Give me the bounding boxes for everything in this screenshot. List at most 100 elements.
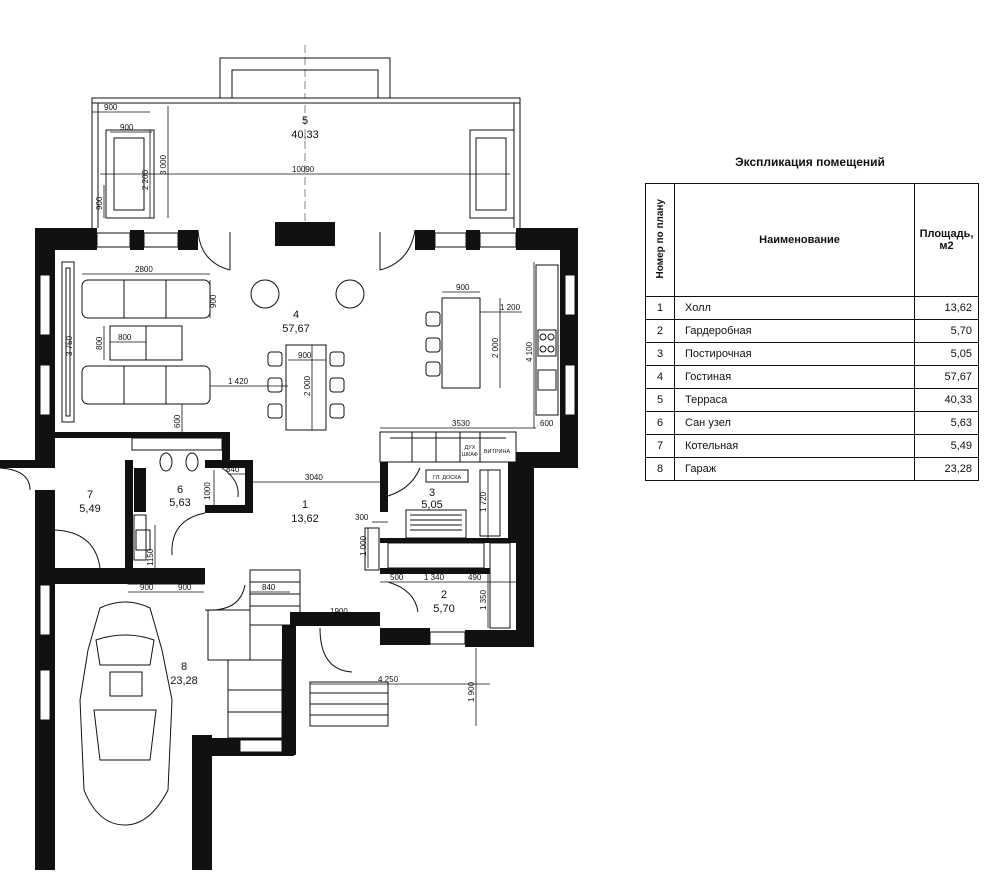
dimension-lines — [73, 106, 536, 726]
dim-900-d: 900 — [209, 294, 218, 308]
dim-900-h: 900 — [178, 583, 192, 592]
row-number: 1 — [645, 296, 675, 320]
room-2-area: 5,70 — [433, 603, 454, 615]
dim-1000-b: 1 000 — [359, 535, 368, 556]
dim-2200: 2 200 — [141, 169, 150, 190]
dimension-texts: 900 900 2 200 3 000 900 10090 2800 900 3… — [65, 103, 554, 702]
walls — [0, 222, 578, 870]
row-area: 5,63 — [914, 411, 979, 435]
dim-3000: 3 000 — [159, 154, 168, 175]
windows — [39, 232, 576, 753]
header-number: Номер по плану — [645, 183, 675, 297]
table-row: 3 Постирочная 5,05 — [645, 342, 979, 366]
row-name: Сан узел — [674, 411, 915, 435]
row-name: Постирочная — [674, 342, 915, 366]
row-area: 5,05 — [914, 342, 979, 366]
dim-3750: 3 750 — [65, 335, 74, 356]
room-8-number: 8 — [181, 661, 187, 673]
dim-2000-b: 2 000 — [491, 337, 500, 358]
wardrobe-label-1: ДУХ — [465, 445, 476, 451]
dim-4100: 4 100 — [525, 341, 534, 362]
row-number: 3 — [645, 342, 675, 366]
dim-3530: 3530 — [452, 419, 470, 428]
room-3-area: 5,05 — [421, 499, 442, 511]
row-name: Холл — [674, 296, 915, 320]
dim-800-a: 800 — [118, 333, 132, 342]
dim-900-f: 900 — [456, 283, 470, 292]
row-number: 6 — [645, 411, 675, 435]
room-labels: 5 40,33 4 57,67 1 13,62 3 5,05 2 5,70 6 … — [79, 115, 454, 687]
dim-2800: 2800 — [135, 265, 153, 274]
wardrobe-label-2: ШКАФ — [462, 452, 478, 458]
dim-490: 490 — [468, 573, 482, 582]
car — [79, 601, 173, 826]
row-area: 40,33 — [914, 388, 979, 412]
dim-900-e: 900 — [298, 351, 312, 360]
dim-840-b: 840 — [262, 583, 276, 592]
room-8-area: 23,28 — [170, 675, 198, 687]
explication-title: Экспликация помещений — [735, 155, 885, 169]
row-name: Котельная — [674, 434, 915, 458]
doors — [0, 229, 421, 673]
dim-10090: 10090 — [292, 165, 315, 174]
table-row: 6 Сан узел 5,63 — [645, 411, 979, 435]
row-name: Гараж — [674, 457, 915, 481]
room-7-number: 7 — [87, 489, 93, 501]
board-label: ГЛ. ДОСКА — [433, 475, 462, 481]
room-6-number: 6 — [177, 484, 183, 496]
table-row: 4 Гостиная 57,67 — [645, 365, 979, 389]
table-row: 5 Терраса 40,33 — [645, 388, 979, 412]
living-furniture: ДУХ ШКАФ ВИТРИНА — [61, 261, 559, 462]
room-5-area: 40,33 — [291, 129, 319, 141]
dim-1350: 1 350 — [479, 589, 488, 610]
bathroom-fixtures: ГЛ. ДОСКА — [127, 437, 511, 629]
room-5-number: 5 — [302, 115, 308, 127]
dim-300: 300 — [355, 513, 369, 522]
row-number: 7 — [645, 434, 675, 458]
dim-800-b: 800 — [95, 336, 104, 350]
showcase-label: ВИТРИНА — [484, 449, 511, 455]
terrace — [91, 57, 521, 228]
dim-1150: 1150 — [146, 548, 155, 566]
explication-table: Номер по плану Наименование Площадь, м2 … — [645, 183, 979, 481]
dim-1340: 1 340 — [424, 573, 445, 582]
dim-2000-a: 2 000 — [303, 375, 312, 396]
room-1-area: 13,62 — [291, 513, 319, 525]
dim-500: 500 — [390, 573, 404, 582]
room-2-number: 2 — [441, 589, 447, 601]
dim-900-c: 900 — [95, 196, 104, 210]
stairs — [207, 569, 389, 739]
header-area: Площадь, м2 — [914, 183, 979, 297]
dim-4250: 4 250 — [378, 675, 399, 684]
dim-600-a: 600 — [173, 414, 182, 428]
row-area: 13,62 — [914, 296, 979, 320]
row-area: 5,49 — [914, 434, 979, 458]
row-number: 4 — [645, 365, 675, 389]
dim-840-a: 840 — [226, 465, 240, 474]
row-name: Терраса — [674, 388, 915, 412]
table-row: 2 Гардеробная 5,70 — [645, 319, 979, 343]
row-area: 5,70 — [914, 319, 979, 343]
room-4-area: 57,67 — [282, 323, 310, 335]
table-row: 7 Котельная 5,49 — [645, 434, 979, 458]
row-number: 5 — [645, 388, 675, 412]
row-area: 57,67 — [914, 365, 979, 389]
dim-900-g: 900 — [140, 583, 154, 592]
dim-900-a: 900 — [104, 103, 118, 112]
room-4-number: 4 — [293, 309, 299, 321]
room-3-number: 3 — [429, 487, 435, 499]
row-name: Гостиная — [674, 365, 915, 389]
room-1-number: 1 — [302, 499, 308, 511]
table-row: 8 Гараж 23,28 — [645, 457, 979, 481]
row-name: Гардеробная — [674, 319, 915, 343]
row-area: 23,28 — [914, 457, 979, 481]
row-number: 2 — [645, 319, 675, 343]
dim-1200: 1 200 — [500, 303, 521, 312]
room-7-area: 5,49 — [79, 503, 100, 515]
dim-1720: 1 720 — [479, 491, 488, 512]
dim-1900-b: 1 900 — [467, 681, 476, 702]
dim-600-b: 600 — [540, 419, 554, 428]
header-name: Наименование — [674, 183, 915, 297]
row-number: 8 — [645, 457, 675, 481]
